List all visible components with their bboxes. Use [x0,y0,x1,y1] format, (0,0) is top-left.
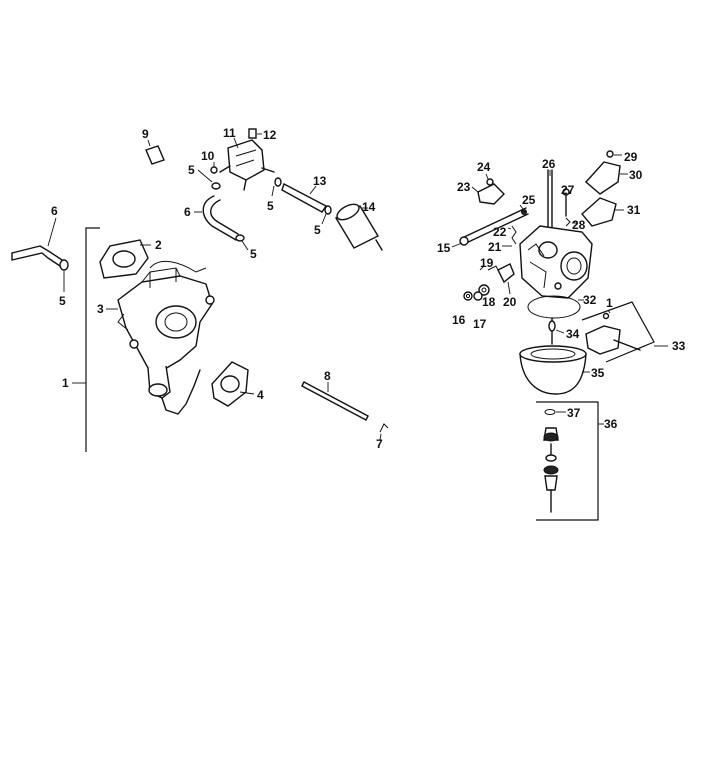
label-32: 32 [583,293,597,307]
ring-17 [473,291,483,301]
label-30: 30 [629,168,643,182]
label-6-middle: 6 [184,205,191,219]
label-5-left: 5 [59,294,66,308]
screw-27 [562,186,570,217]
clip-7 [379,423,389,441]
label-6-left: 6 [51,204,58,218]
gasket-4 [211,361,255,407]
label-11: 11 [223,126,236,140]
label-28: 28 [572,218,586,232]
spring-28 [565,217,578,227]
carburetor-3 [106,260,215,415]
label-22: 22 [493,225,507,239]
fitting-20 [497,263,515,295]
clamp-5-top-a [197,169,221,190]
clip-9 [145,139,165,165]
clamp-5-top-c [321,205,332,225]
choke-shaft-15 [451,207,529,248]
label-35: 35 [591,366,605,380]
label-1: 1 [62,376,69,390]
main-jet-36 [536,401,604,521]
hose-6-left [11,217,63,267]
label-29: 29 [624,150,638,164]
gasket-32 [527,295,584,319]
label-26: 26 [542,157,556,171]
spring-22 [507,225,517,245]
label-5-hose: 5 [250,247,257,261]
label-31: 31 [627,203,641,217]
label-5-top-a: 5 [188,163,195,177]
fitting-10 [210,162,218,174]
label-4: 4 [257,388,264,402]
label-36: 36 [604,417,618,431]
fuel-pump-11 [219,137,275,191]
label-20: 20 [503,295,517,309]
label-5-top-b: 5 [267,199,274,213]
washer-18 [478,284,490,296]
clamp-5-top-b [271,177,282,197]
ring-16 [463,291,473,301]
choke-plate-23 [471,183,505,205]
clamp-5-left [59,259,69,292]
label-23: 23 [457,180,471,194]
label-34: 34 [566,327,580,341]
label-5-top-c: 5 [314,223,321,237]
needle-34 [548,317,565,345]
label-16: 16 [452,313,466,327]
label-17: 17 [473,317,487,331]
label-33: 33 [672,339,686,353]
part-labels: 1 2 3 4 5 5 5 5 5 6 6 7 8 9 10 11 12 13 … [51,126,686,451]
fuel-filter-14 [335,203,383,251]
label-1-right: 1 [606,296,613,310]
label-21: 21 [488,240,502,254]
label-27: 27 [561,183,575,197]
choke-part-24 [485,173,494,186]
hose-13 [281,183,327,213]
label-18: 18 [482,295,496,309]
label-24: 24 [477,160,491,174]
label-10: 10 [201,149,215,163]
hose-6-middle [194,195,239,241]
bracket-1 [72,227,100,452]
label-15: 15 [437,241,451,255]
carburetor-body-right [519,225,593,299]
label-19: 19 [480,256,494,270]
fitting-12 [248,128,262,139]
label-37: 37 [567,406,581,420]
label-7: 7 [376,437,383,451]
plate-31 [581,197,624,227]
plate-30 [584,161,628,195]
label-3: 3 [97,302,104,316]
gasket-2 [99,239,151,279]
label-14: 14 [362,200,376,214]
label-8: 8 [324,369,331,383]
float-33 [581,301,668,363]
label-2: 2 [155,238,162,252]
label-25: 25 [522,193,536,207]
label-13: 13 [313,174,327,188]
float-bowl-35 [519,345,590,395]
screw-25 [519,204,527,215]
label-12: 12 [263,128,277,142]
clamp-5-hose [235,234,249,251]
label-9: 9 [142,127,149,141]
shaft-8 [301,381,369,421]
screw-29 [606,150,622,158]
